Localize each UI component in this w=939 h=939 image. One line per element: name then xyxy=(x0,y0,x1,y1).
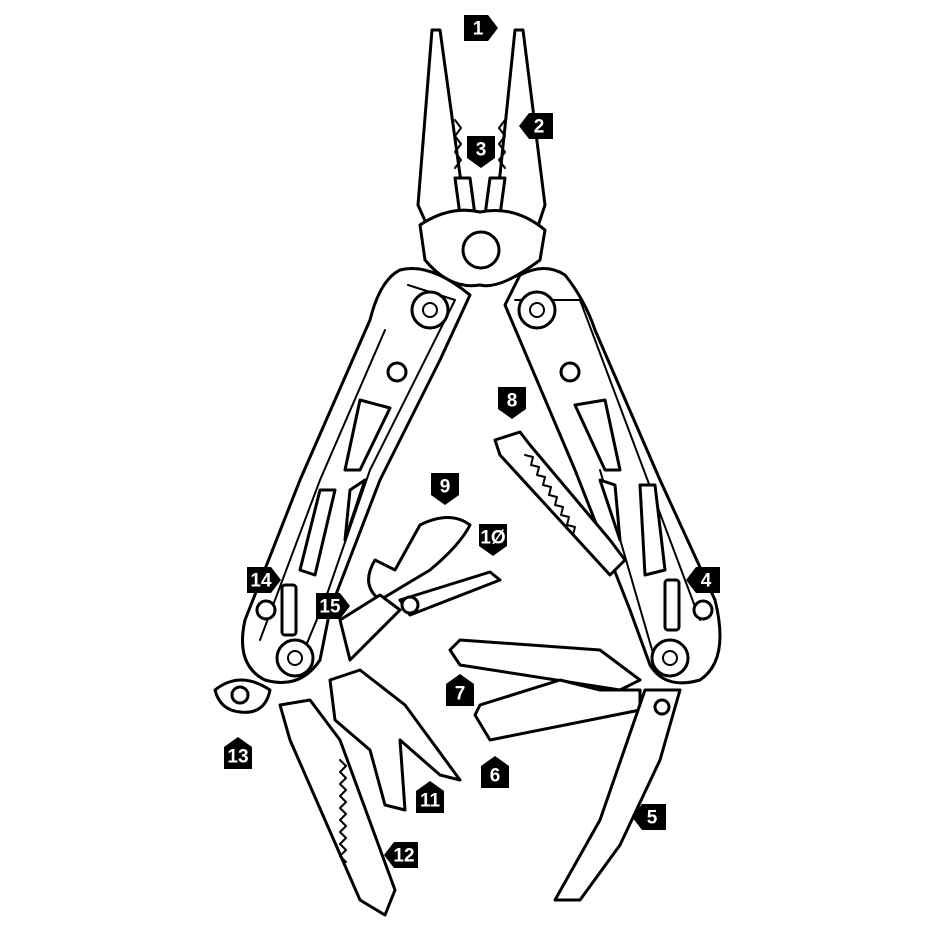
callout-number: 13 xyxy=(227,747,248,768)
callout-11: 11 xyxy=(416,781,444,813)
callout-number: 1 xyxy=(473,19,484,40)
callout-13: 13 xyxy=(224,737,252,769)
lanyard-hole xyxy=(230,685,250,705)
callout-6: 6 xyxy=(481,756,509,788)
lock-slider-right xyxy=(663,578,681,632)
torx-screw-left-bottom xyxy=(275,638,315,678)
callout-5: 5 xyxy=(632,804,666,830)
callout-tag-7 xyxy=(446,674,474,706)
tool-pivot-left xyxy=(400,595,420,615)
callout-tag-15 xyxy=(316,593,350,619)
callout-number: 1Ø xyxy=(480,528,505,549)
callout-number: 6 xyxy=(490,766,501,787)
pivot-screw xyxy=(461,230,501,270)
jaw-serration xyxy=(454,119,506,169)
can-opener xyxy=(338,593,402,662)
callout-14: 14 xyxy=(247,567,281,593)
torx-screw-left-top-inner xyxy=(422,302,438,318)
handle-left-cutout-1 xyxy=(343,398,392,472)
handle-right-cutout-2 xyxy=(638,483,667,577)
torx-screw-right-bottom xyxy=(650,638,690,678)
callout-9: 9 xyxy=(431,473,459,505)
callout-tag-1 xyxy=(464,15,498,41)
torx-screw-right-bottom-inner xyxy=(662,650,678,666)
handle-right-cutout-3 xyxy=(598,478,622,542)
flat-driver xyxy=(473,678,642,742)
callout-2: 2 xyxy=(519,113,553,139)
callout-3: 3 xyxy=(467,136,495,168)
callout-12: 12 xyxy=(384,842,418,868)
handle-left xyxy=(241,266,472,684)
callout-4: 4 xyxy=(686,567,720,593)
callout-tag-9 xyxy=(431,473,459,505)
handle-left-cutout-2 xyxy=(298,488,337,577)
callout-tag-13 xyxy=(224,737,252,769)
handle-right-cutout-1 xyxy=(573,398,622,472)
lock-slider-left xyxy=(280,583,298,637)
callout-8: 8 xyxy=(498,387,526,419)
torx-screw-right-top xyxy=(517,290,557,330)
callout-tag-10 xyxy=(479,524,507,556)
screw-right-mid xyxy=(559,361,581,383)
callout-1: 1 xyxy=(464,15,498,41)
torx-screw-left-bottom-inner xyxy=(287,650,303,666)
screw-left-low xyxy=(255,599,277,621)
callout-tag-3 xyxy=(467,136,495,168)
knife-serration xyxy=(339,759,347,863)
callout-tag-8 xyxy=(498,387,526,419)
callout-number: 2 xyxy=(534,117,545,138)
knife-pivot xyxy=(653,698,671,716)
callout-number: 4 xyxy=(701,571,712,592)
callout-number: 8 xyxy=(507,391,518,412)
callout-number: 12 xyxy=(393,846,414,867)
saw-teeth xyxy=(524,454,576,536)
saw-blade xyxy=(493,430,627,577)
callout-tag-2 xyxy=(519,113,553,139)
callout-tag-5 xyxy=(632,804,666,830)
screw-right-low xyxy=(692,599,714,621)
bottle-opener xyxy=(367,516,472,602)
callout-15: 15 xyxy=(316,593,350,619)
torx-screw-right-top-inner xyxy=(529,302,545,318)
handle-left-cutout-3 xyxy=(343,478,367,542)
torx-screw-left-top xyxy=(410,290,450,330)
callout-number: 11 xyxy=(420,791,441,812)
callout-10: 1Ø xyxy=(479,524,507,556)
callout-number: 7 xyxy=(455,684,466,705)
screw-left-mid xyxy=(386,361,408,383)
callout-number: 14 xyxy=(250,571,272,592)
serrated-knife xyxy=(278,698,397,917)
phillips-driver xyxy=(448,638,642,692)
callout-tag-14 xyxy=(247,567,281,593)
callout-tag-11 xyxy=(416,781,444,813)
callout-number: 9 xyxy=(440,477,451,498)
callout-number: 3 xyxy=(476,140,487,161)
callout-number: 5 xyxy=(647,808,658,829)
callout-tag-4 xyxy=(686,567,720,593)
callout-7: 7 xyxy=(446,674,474,706)
straight-knife xyxy=(553,688,682,902)
callout-tag-6 xyxy=(481,756,509,788)
callout-tag-12 xyxy=(384,842,418,868)
scissors xyxy=(328,668,462,812)
callout-number: 15 xyxy=(319,597,341,618)
